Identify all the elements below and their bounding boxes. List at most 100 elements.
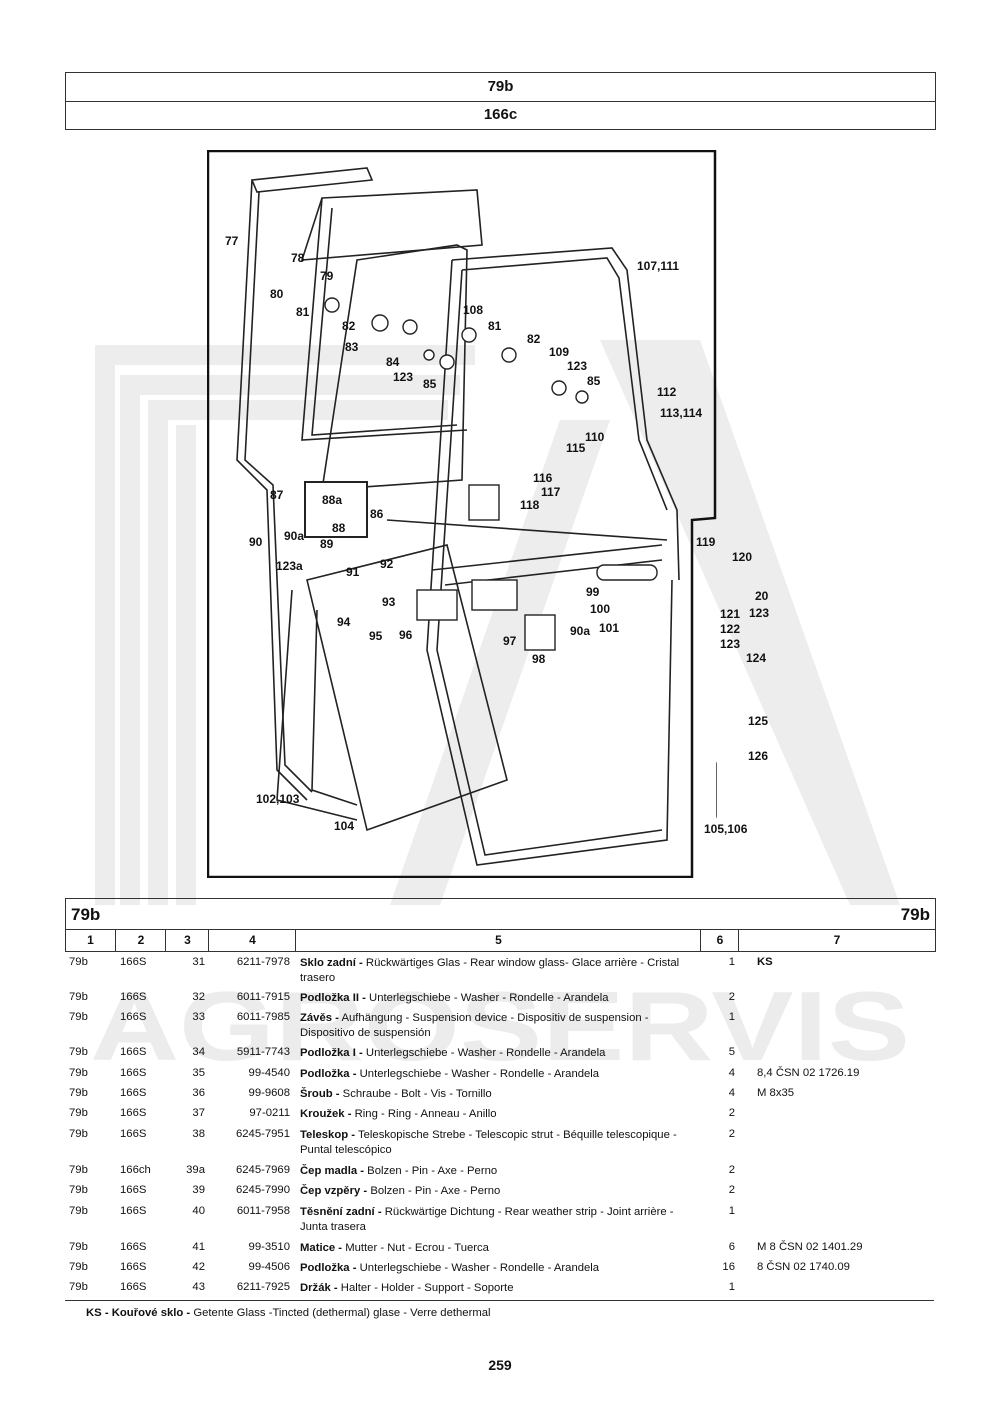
cell-quantity: 2: [728, 991, 735, 1003]
cell-part-number: 5911-7743: [236, 1046, 290, 1058]
callout: 123: [749, 606, 769, 620]
part-name: Podložka -: [300, 1068, 357, 1080]
cell-group: 79b: [69, 1205, 88, 1217]
cell-description: Matice - Mutter - Nut - Ecrou - Tuerca: [300, 1241, 695, 1256]
column-header: 7: [738, 929, 935, 951]
part-translations: Bolzen - Pin - Axe - Perno: [367, 1185, 501, 1197]
table-row: 79b 166S 41 99-3510 Matice - Mutter - Nu…: [65, 1241, 934, 1261]
cell-model: 166S: [120, 991, 147, 1003]
cell-group: 79b: [69, 1107, 88, 1119]
table-row: 79b 166S 38 6245-7951 Teleskop - Telesko…: [65, 1128, 934, 1164]
column-headers: 1 2 3 4 5 6 7: [65, 929, 936, 952]
cell-group: 79b: [69, 1087, 88, 1099]
callout: 120: [732, 550, 752, 564]
callout: 126: [748, 749, 768, 763]
cell-model: 166S: [120, 1107, 147, 1119]
cell-quantity: 2: [728, 1164, 735, 1176]
cell-model: 166S: [120, 1261, 147, 1273]
cell-quantity: 16: [722, 1261, 735, 1273]
cell-part-number: 6245-7951: [235, 1128, 290, 1140]
cell-quantity: 2: [728, 1107, 735, 1119]
table-row: 79b 166S 33 6011-7985 Závěs - Aufhängung…: [65, 1011, 934, 1046]
parts-diagram: [207, 150, 717, 878]
cell-description: Závěs - Aufhängung - Suspension device -…: [300, 1011, 695, 1041]
table-row: 79b 166S 31 6211-7978 Sklo zadní - Rückw…: [65, 956, 934, 991]
part-translations: Unterlegschiebe - Washer - Rondelle - Ar…: [356, 1262, 600, 1274]
table-title-right: 79b: [900, 905, 930, 924]
cell-position: 35: [192, 1067, 205, 1079]
part-translations: Rückwärtige Dichtung - Rear weather stri…: [300, 1206, 674, 1233]
cell-group: 79b: [69, 1046, 88, 1058]
part-name: Podložka -: [300, 1262, 357, 1274]
table-title-left: 79b: [71, 905, 101, 924]
cell-group: 79b: [69, 1261, 88, 1273]
cell-part-number: 6245-7969: [235, 1164, 290, 1176]
cell-group: 79b: [69, 1184, 88, 1196]
cell-group: 79b: [69, 1011, 88, 1023]
cell-position: 42: [192, 1261, 205, 1273]
cell-position: 33: [192, 1011, 205, 1023]
part-translations: Teleskopische Strebe - Telescopic strut …: [300, 1129, 677, 1156]
column-header: 4: [208, 929, 296, 951]
cell-part-number: 6011-7958: [236, 1205, 290, 1217]
cell-quantity: 2: [728, 1184, 735, 1196]
part-name: Sklo zadní -: [300, 957, 363, 969]
cell-description: Sklo zadní - Rückwärtiges Glas - Rear wi…: [300, 956, 695, 986]
cell-part-number: 6211-7925: [236, 1281, 290, 1293]
table-row: 79b 166S 40 6011-7958 Těsnění zadní - Rü…: [65, 1205, 934, 1241]
cell-model: 166S: [120, 1205, 147, 1217]
part-name: Podložka II -: [300, 992, 366, 1004]
model-header: 166c: [65, 101, 936, 130]
cell-model: 166ch: [120, 1164, 151, 1176]
part-translations: Aufhängung - Suspension device - Disposi…: [300, 1012, 649, 1039]
footnote: KS - Kouřové sklo - Getente Glass -Tinct…: [86, 1307, 491, 1319]
cell-quantity: 5: [728, 1046, 735, 1058]
part-translations: Rückwärtiges Glas - Rear window glass- G…: [300, 957, 680, 984]
cell-quantity: 1: [728, 1011, 735, 1023]
cell-part-number: 99-4540: [248, 1067, 290, 1079]
cell-part-number: 99-4506: [248, 1261, 290, 1273]
part-translations: Mutter - Nut - Ecrou - Tuerca: [342, 1242, 489, 1254]
part-name: Čep madla -: [300, 1165, 365, 1177]
part-name: Závěs -: [300, 1012, 339, 1024]
part-translations: Unterlegschiebe - Washer - Rondelle - Ar…: [362, 1047, 606, 1059]
cell-group: 79b: [69, 991, 88, 1003]
cell-position: 36: [192, 1087, 205, 1099]
cell-model: 166S: [120, 1011, 147, 1023]
cell-description: Podložka - Unterlegschiebe - Washer - Ro…: [300, 1067, 695, 1082]
cell-quantity: 1: [728, 1205, 735, 1217]
cell-position: 34: [192, 1046, 205, 1058]
cell-quantity: 6: [728, 1241, 735, 1253]
cell-position: 41: [192, 1241, 205, 1253]
cell-quantity: 1: [728, 1281, 735, 1293]
column-header: 2: [115, 929, 166, 951]
cell-model: 166S: [120, 1241, 147, 1253]
table-row: 79b 166S 34 5911-7743 Podložka I - Unter…: [65, 1046, 934, 1067]
cell-model: 166S: [120, 956, 147, 968]
cell-position: 43: [192, 1281, 205, 1293]
cell-group: 79b: [69, 1067, 88, 1079]
part-translations: Bolzen - Pin - Axe - Perno: [364, 1165, 498, 1177]
cell-description: Podložka - Unterlegschiebe - Washer - Ro…: [300, 1261, 695, 1276]
cell-quantity: 1: [728, 956, 735, 968]
cell-part-number: 99-3510: [248, 1241, 290, 1253]
cell-group: 79b: [69, 1281, 88, 1293]
table-row: 79b 166S 37 97-0211 Kroužek - Ring - Rin…: [65, 1107, 934, 1128]
cell-description: Teleskop - Teleskopische Strebe - Telesc…: [300, 1128, 695, 1158]
cell-model: 166S: [120, 1184, 147, 1196]
table-row: 79b 166ch 39a 6245-7969 Čep madla - Bolz…: [65, 1164, 934, 1184]
table-row: 79b 166S 43 6211-7925 Držák - Halter - H…: [65, 1281, 934, 1301]
callout: 20: [755, 589, 769, 603]
cell-description: Těsnění zadní - Rückwärtige Dichtung - R…: [300, 1205, 695, 1235]
part-translations: Schraube - Bolt - Vis - Tornillo: [339, 1088, 492, 1100]
table-bottom-rule: [65, 1300, 934, 1301]
cell-note: M 8 ČSN 02 1401.29: [757, 1241, 863, 1253]
cell-description: Podložka II - Unterlegschiebe - Washer -…: [300, 991, 695, 1006]
part-translations: Halter - Holder - Support - Soporte: [337, 1282, 514, 1294]
table-row: 79b 166S 42 99-4506 Podložka - Unterlegs…: [65, 1261, 934, 1281]
group-header: 79b: [65, 72, 936, 102]
column-header: 5: [295, 929, 701, 951]
cell-part-number: 97-0211: [249, 1107, 290, 1119]
callout: 122: [720, 622, 740, 636]
footnote-code: KS - Kouřové sklo -: [86, 1307, 191, 1319]
